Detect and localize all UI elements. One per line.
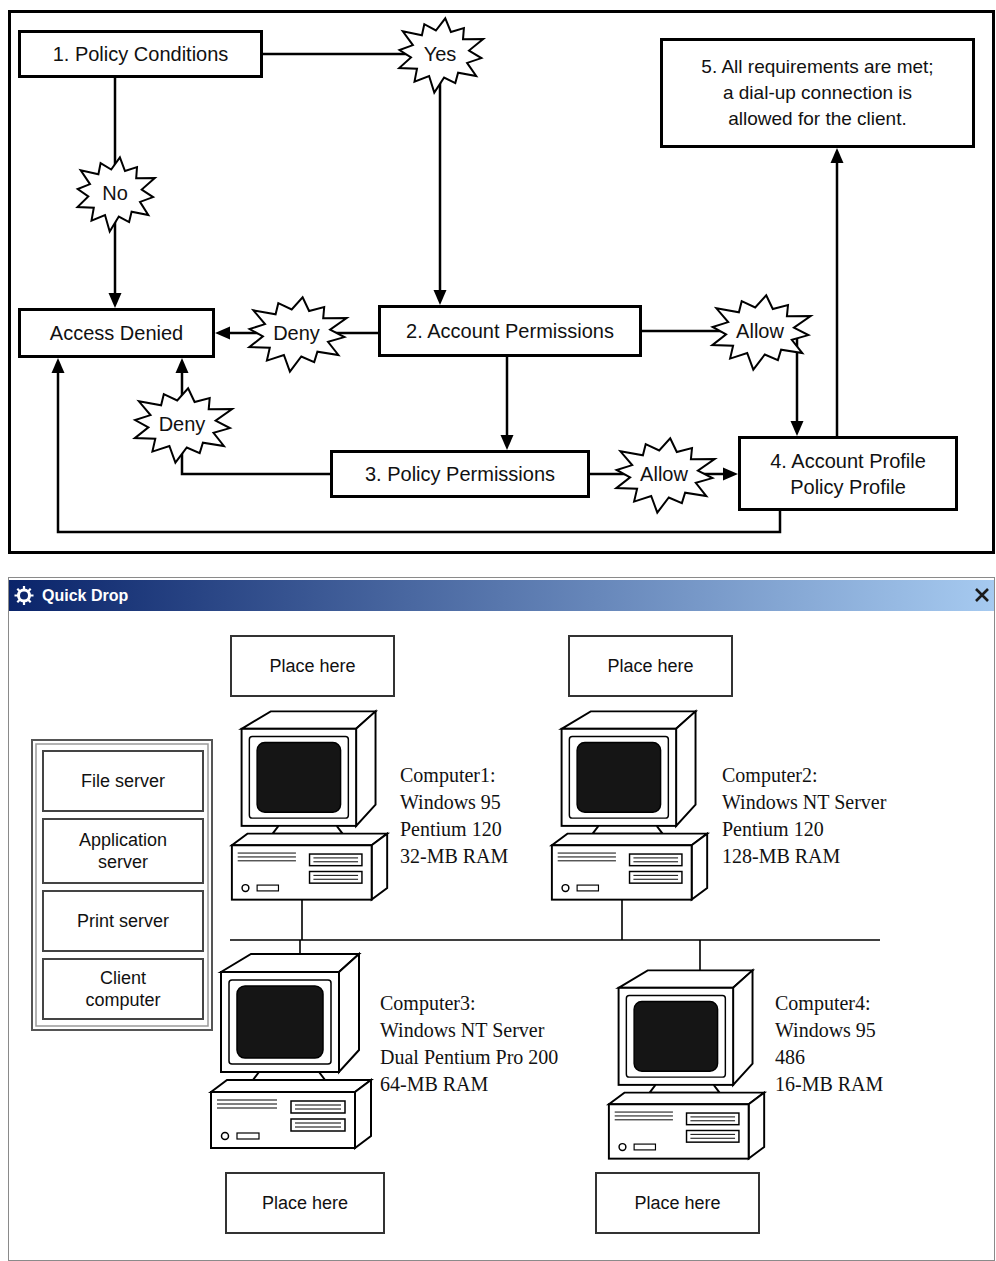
connector [78, 78, 155, 308]
palette-frame [32, 740, 212, 1030]
title-bar [9, 580, 994, 611]
drop-target: Place here [595, 1172, 760, 1234]
box-text: 5. All requirements are met; a dial-up c… [701, 54, 933, 132]
connector-line [58, 368, 780, 532]
box-text: 1. Policy Conditions [53, 42, 229, 66]
window-icon [15, 586, 34, 605]
box-text: Client computer [85, 967, 160, 1011]
computer-spec: Computer1: Windows 95 Pentium 120 32-MB … [400, 762, 508, 870]
window-frame [9, 578, 995, 1261]
connector [590, 438, 738, 512]
box-text: 4. Account Profile Policy Profile [770, 448, 926, 500]
box-text: Place here [607, 655, 693, 677]
connector-line [263, 54, 440, 295]
arrowhead [434, 290, 447, 305]
arrowhead [52, 358, 65, 373]
starburst [78, 157, 155, 231]
connector-line [836, 158, 839, 436]
gear-teeth [15, 586, 34, 605]
connector [263, 18, 483, 305]
arrowhead [791, 421, 804, 436]
arrowhead [501, 435, 514, 450]
process-box: 1. Policy Conditions [18, 30, 263, 78]
close-button [976, 589, 988, 601]
arrowhead [215, 327, 230, 340]
role-tile: Application server [42, 818, 204, 884]
drop-target: Place here [225, 1172, 385, 1234]
arrowhead [831, 148, 844, 163]
box-text: Access Denied [50, 321, 183, 345]
starburst [399, 18, 483, 92]
edge-label: Yes [424, 42, 457, 66]
panel-frame [10, 12, 994, 553]
arrowhead [176, 358, 189, 373]
role-tile: File server [42, 750, 204, 812]
edge-label: Deny [273, 321, 320, 345]
computer-spec: Computer3: Windows NT Server Dual Pentiu… [380, 990, 558, 1098]
arrowhead [723, 468, 738, 481]
box-text: File server [81, 770, 165, 792]
edge-label: Allow [640, 462, 688, 486]
computer-spec: Computer2: Windows NT Server Pentium 120… [722, 762, 886, 870]
computer-illustration [609, 970, 764, 1158]
gear-ring [19, 590, 30, 601]
drop-target: Place here [230, 635, 395, 697]
process-box: 2. Account Permissions [378, 305, 642, 357]
box-text: 3. Policy Permissions [365, 462, 555, 486]
starburst [712, 295, 810, 369]
box-text: Place here [262, 1192, 348, 1214]
role-tile: Print server [42, 890, 204, 952]
box-text: Place here [269, 655, 355, 677]
connector-line [506, 357, 509, 440]
starburst [616, 438, 714, 512]
result-box: 5. All requirements are met; a dial-up c… [660, 38, 975, 148]
palette-inner-frame [36, 744, 208, 1026]
computer-illustration [232, 711, 387, 899]
connector [831, 148, 844, 436]
connector [215, 297, 378, 371]
computer-spec: Computer4: Windows 95 486 16-MB RAM [775, 990, 883, 1098]
box-text: 2. Account Permissions [406, 319, 614, 343]
window-title: Quick Drop [42, 586, 128, 606]
computer-illustration [552, 711, 707, 899]
edge-label: Deny [159, 412, 206, 436]
connector [642, 295, 811, 436]
box-text: Print server [77, 910, 169, 932]
starburst [135, 388, 232, 462]
connector [135, 358, 330, 474]
arrowhead [109, 293, 122, 308]
process-box: 3. Policy Permissions [330, 450, 590, 498]
process-box: 4. Account Profile Policy Profile [738, 436, 958, 511]
outcome-box: Access Denied [18, 308, 215, 358]
connector [52, 358, 781, 532]
box-text: Application server [79, 829, 167, 873]
box-text: Place here [634, 1192, 720, 1214]
role-tile: Client computer [42, 958, 204, 1020]
computer-illustration [211, 954, 371, 1148]
edge-label: Allow [736, 319, 784, 343]
starburst [249, 297, 346, 371]
drop-target: Place here [568, 635, 733, 697]
connector [501, 357, 514, 450]
edge-label: No [102, 181, 128, 205]
